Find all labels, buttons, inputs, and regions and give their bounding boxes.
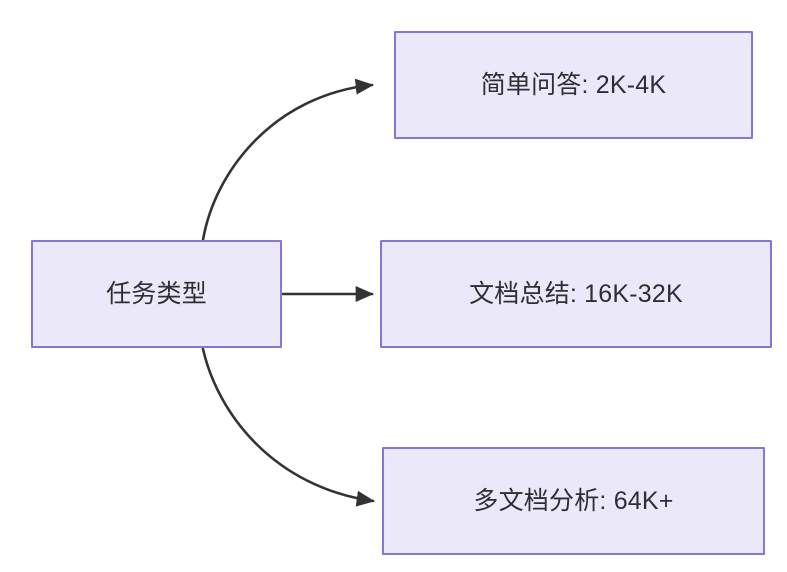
node-task-type[interactable]: 任务类型 — [31, 240, 282, 348]
node-doc-summary-label: 文档总结: 16K-32K — [469, 280, 683, 308]
node-doc-summary[interactable]: 文档总结: 16K-32K — [380, 240, 772, 348]
node-task-type-label: 任务类型 — [106, 280, 207, 308]
edge-task-type-to-multi-doc — [201, 347, 375, 507]
node-multi-doc[interactable]: 多文档分析: 64K+ — [382, 447, 765, 555]
node-simple-qa[interactable]: 简单问答: 2K-4K — [394, 31, 753, 139]
node-simple-qa-label: 简单问答: 2K-4K — [480, 71, 667, 99]
edge-task-type-to-simple-qa — [201, 78, 374, 242]
node-multi-doc-label: 多文档分析: 64K+ — [473, 487, 674, 515]
